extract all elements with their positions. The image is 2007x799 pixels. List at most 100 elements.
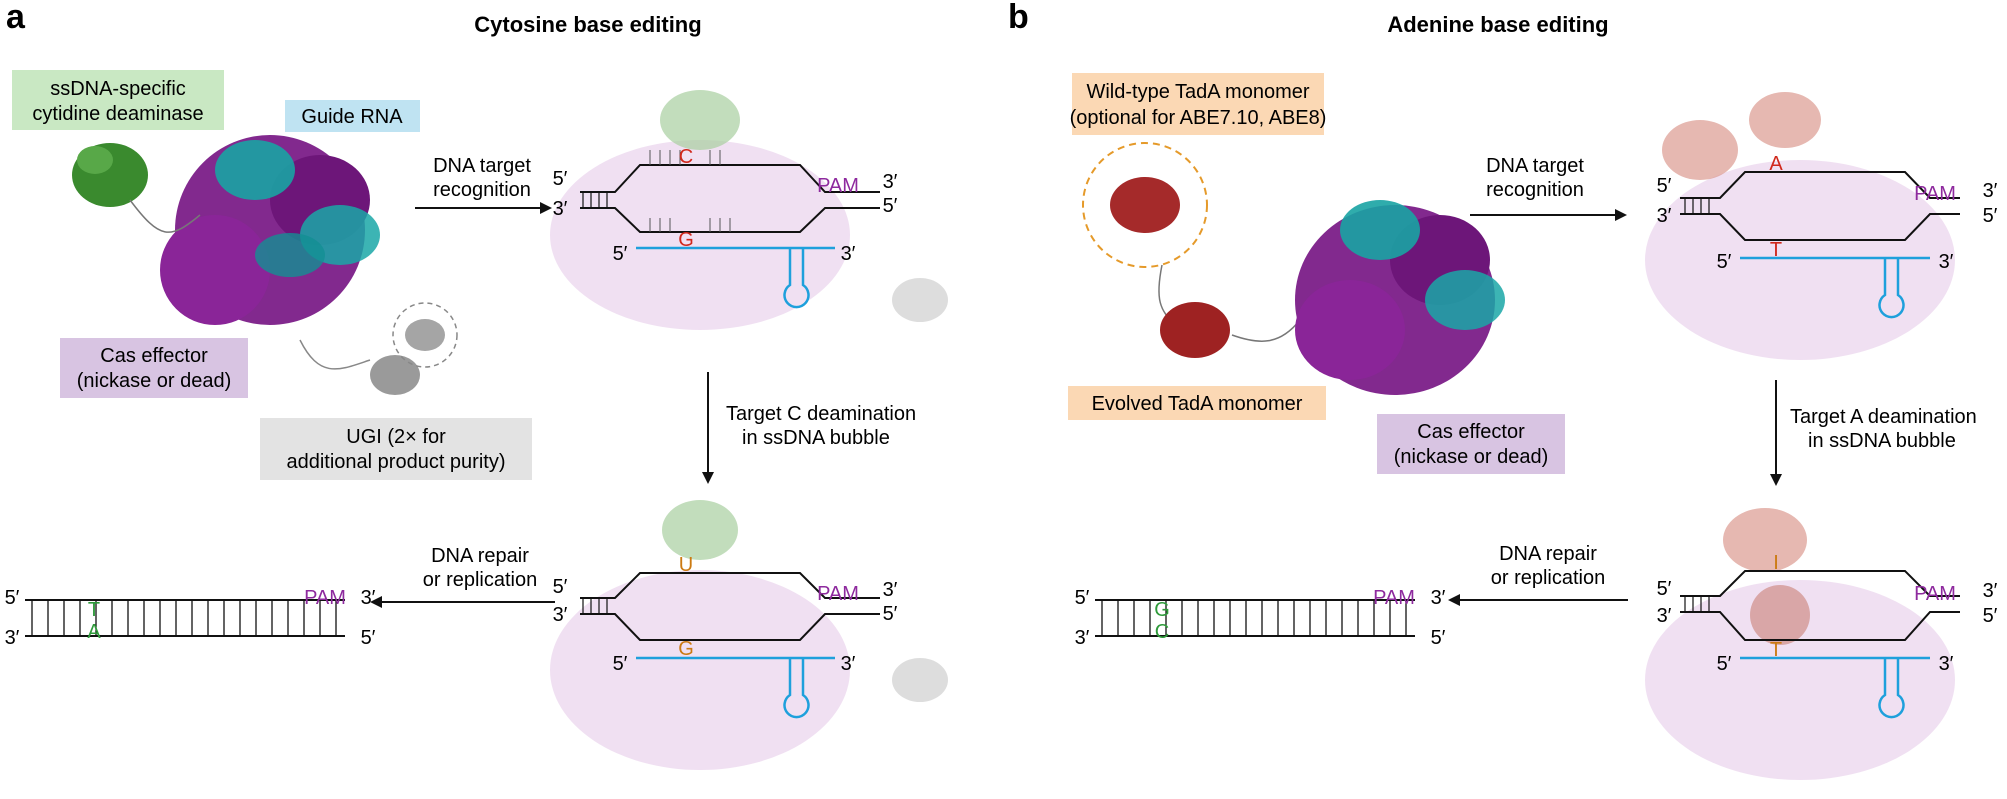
dna-5prime-b2-right: 5′ [1983, 605, 1998, 627]
product-dna-a [25, 599, 345, 637]
deamination-label-b-line1: Target A deamination [1790, 406, 1977, 428]
dna-3prime-b2-right: 3′ [1983, 580, 1998, 602]
dna-5prime-product-a-right: 5′ [361, 627, 376, 649]
deamination-label-b-line2: in ssDNA bubble [1808, 430, 1956, 452]
dna-3prime-a1: 3′ [553, 198, 568, 220]
dna-3prime-a1-right: 3′ [883, 171, 898, 193]
wt-tada-label-line2: (optional for ABE7.10, ABE8) [1070, 107, 1327, 129]
dna-3prime-product-a-right: 3′ [361, 587, 376, 609]
product-dna-b [1095, 599, 1415, 637]
pam-label-product-a: PAM [304, 587, 346, 609]
pam-label-a2: PAM [817, 583, 859, 605]
dna-bubble-b1 [1645, 92, 1960, 360]
base-b2-bottom: T [1770, 639, 1782, 661]
dna-3prime-b1-guide: 3′ [1939, 251, 1954, 273]
ugi-label-line2: additional product purity) [286, 451, 505, 473]
base-b1-top: A [1769, 153, 1783, 175]
deamination-label-a-line2: in ssDNA bubble [742, 427, 890, 449]
repair-label-b-line1: DNA repair [1499, 543, 1597, 565]
ugi-label-line1: UGI (2× for [346, 426, 446, 448]
dna-3prime-product-a: 3′ [5, 627, 20, 649]
cas-effector-protein-b [1295, 200, 1505, 395]
base-product-a-top: T [88, 599, 100, 621]
deaminase-label-box [12, 70, 224, 130]
panel-a-title: Cytosine base editing [474, 12, 701, 37]
guide-rna-label-box [285, 100, 420, 132]
cas-effector-label-b-line2: (nickase or dead) [1394, 446, 1549, 468]
dna-5prime-a1-right: 5′ [883, 195, 898, 217]
pam-label-a1: PAM [817, 175, 859, 197]
panel-b-title: Adenine base editing [1387, 12, 1608, 37]
cas-effector-label-box-b [1377, 414, 1565, 474]
dna-3prime-b2: 3′ [1657, 605, 1672, 627]
cas-effector-label-box-a [60, 338, 248, 398]
base-a1-bottom: G [678, 229, 694, 251]
dna-3prime-a2-right: 3′ [883, 579, 898, 601]
repair-label-a-line1: DNA repair [431, 545, 529, 567]
base-product-b-top: G [1154, 599, 1170, 621]
repair-label-b-line2: or replication [1491, 567, 1606, 589]
evolved-tada-protein [1160, 302, 1301, 358]
dna-bubble-a2 [550, 500, 948, 770]
panel-a-letter: a [6, 0, 26, 36]
dna-bubble-a1 [550, 90, 948, 330]
evolved-tada-label-box [1068, 386, 1326, 420]
dna-5prime-b1: 5′ [1657, 175, 1672, 197]
guide-rna-label: Guide RNA [301, 106, 403, 128]
dna-5prime-product-b: 5′ [1075, 587, 1090, 609]
base-a2-top: U [679, 554, 693, 576]
recognition-label-a-line1: DNA target [433, 155, 531, 177]
deaminase-label-line1: ssDNA-specific [50, 78, 186, 100]
dna-3prime-product-b: 3′ [1075, 627, 1090, 649]
pam-label-b1: PAM [1914, 183, 1956, 205]
recognition-label-a-line2: recognition [433, 179, 531, 201]
dna-5prime-b2-bottom: 5′ [1717, 653, 1732, 675]
panel-b: b Adenine base editing Wild-type TadA mo… [1008, 0, 1998, 780]
dna-3prime-b2-guide: 3′ [1939, 653, 1954, 675]
dna-bubble-b2 [1645, 508, 1960, 780]
base-a2-bottom: G [678, 638, 694, 660]
ugi-label-box [260, 418, 532, 480]
deaminase-protein-a [72, 143, 201, 233]
panel-a: a Cytosine base editing ssDNA-specific c… [5, 0, 948, 770]
dna-5prime-b2: 5′ [1657, 578, 1672, 600]
wt-tada-label-box [1072, 73, 1324, 135]
dna-5prime-a1-bottom: 5′ [613, 243, 628, 265]
pam-label-product-b: PAM [1373, 587, 1415, 609]
dna-5prime-a2-right: 5′ [883, 603, 898, 625]
dna-5prime-a2: 5′ [553, 576, 568, 598]
dna-3prime-a2-guide: 3′ [841, 653, 856, 675]
ugi-protein-a [299, 302, 458, 395]
dna-5prime-a2-bottom: 5′ [613, 653, 628, 675]
dna-5prime-b1-bottom: 5′ [1717, 251, 1732, 273]
pam-label-b2: PAM [1914, 583, 1956, 605]
recognition-label-b-line1: DNA target [1486, 155, 1584, 177]
panel-b-letter: b [1008, 0, 1029, 36]
base-b2-top: I [1773, 552, 1779, 574]
repair-label-a-line2: or replication [423, 569, 538, 591]
dna-5prime-product-b-right: 5′ [1431, 627, 1446, 649]
dna-3prime-a2: 3′ [553, 604, 568, 626]
dna-3prime-a1-guide: 3′ [841, 243, 856, 265]
dna-5prime-b1-right: 5′ [1983, 205, 1998, 227]
dna-3prime-product-b-right: 3′ [1431, 587, 1446, 609]
cas-effector-label-a-line2: (nickase or dead) [77, 370, 232, 392]
base-a1-top: C [679, 146, 693, 168]
base-product-a-bottom: A [87, 621, 101, 643]
dna-3prime-b1: 3′ [1657, 205, 1672, 227]
deamination-label-a-line1: Target C deamination [726, 403, 916, 425]
wt-tada-label-line1: Wild-type TadA monomer [1086, 81, 1309, 103]
dna-5prime-a1: 5′ [553, 168, 568, 190]
deaminase-label-line2: cytidine deaminase [32, 103, 203, 125]
recognition-label-b-line2: recognition [1486, 179, 1584, 201]
base-b1-bottom: T [1770, 239, 1782, 261]
cas-effector-label-b-line1: Cas effector [1417, 421, 1525, 443]
cas-effector-protein-a [160, 135, 380, 325]
cas-effector-label-a-line1: Cas effector [100, 345, 208, 367]
wt-tada-protein [1082, 142, 1208, 326]
dna-5prime-product-a: 5′ [5, 587, 20, 609]
base-product-b-bottom: C [1155, 621, 1169, 643]
dna-3prime-b1-right: 3′ [1983, 180, 1998, 202]
evolved-tada-label: Evolved TadA monomer [1092, 393, 1303, 415]
